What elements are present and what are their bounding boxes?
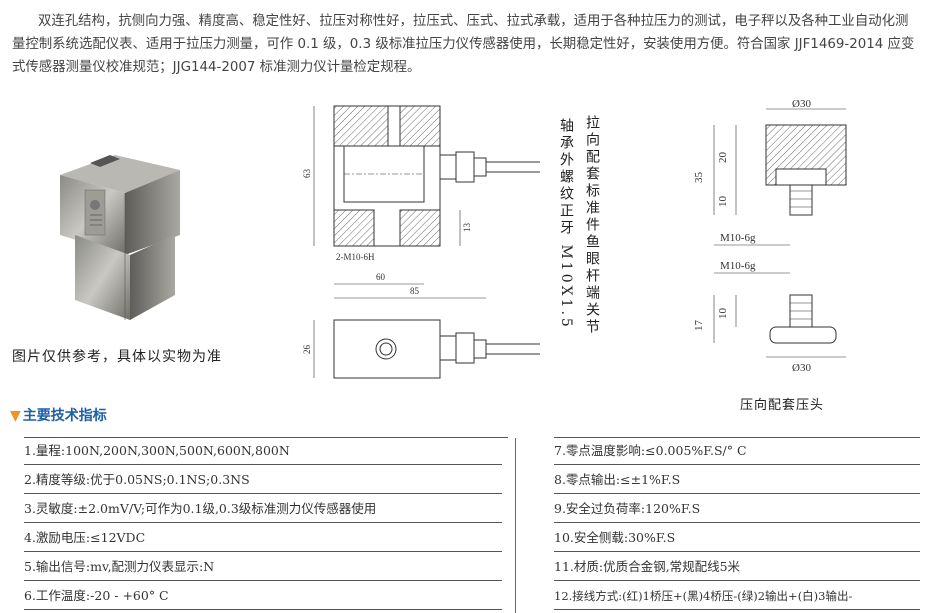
dim-10a: 10 bbox=[717, 196, 729, 208]
dim-63: 63 bbox=[302, 169, 312, 179]
dim-20: 20 bbox=[717, 152, 729, 164]
dim-phi30-top: Ø30 bbox=[792, 98, 811, 110]
spec-row-10: 10.安全侧载:30%F.S bbox=[554, 525, 920, 552]
dim-13: 13 bbox=[462, 223, 472, 233]
dim-85: 85 bbox=[410, 286, 420, 296]
label-tension-fitting: 拉向配套标准件鱼眼杆端关节 bbox=[584, 115, 600, 336]
spec-row-3: 3.灵敏度:±2.0mV/V;可作为0.1级,0.3级标准测力仪传感器使用 bbox=[24, 496, 502, 523]
spec-row-7: 7.零点温度影响:≤0.005%F.S/° C bbox=[554, 438, 920, 465]
spec-top-rule-right bbox=[554, 437, 920, 438]
label-bearing-thread: 轴承外螺纹正牙 M10X1.5 bbox=[558, 118, 574, 330]
m10-label-a: M10-6g bbox=[720, 232, 756, 244]
technical-drawing-press-head: Ø30 35 20 10 M10-6g M10-6g 17 10 Ø30 bbox=[693, 98, 847, 374]
thread-label: 2-M10-6H bbox=[336, 252, 375, 262]
label-compression-head: 压向配套压头 bbox=[740, 398, 825, 413]
spec-top-rule-left bbox=[24, 437, 508, 438]
spec-row-5: 5.输出信号:mv,配测力仪表显示:N bbox=[24, 554, 502, 581]
spec-row-9: 9.安全过负荷率:120%F.S bbox=[554, 496, 920, 523]
dim-10b: 10 bbox=[717, 308, 729, 320]
intro-paragraph: 双连孔结构，抗侧向力强、精度高、稳定性好、拉压对称性好，拉压式、压式、拉式承载，… bbox=[12, 14, 915, 75]
dim-35: 35 bbox=[693, 172, 705, 184]
dim-17: 17 bbox=[693, 320, 705, 332]
dim-26: 26 bbox=[302, 345, 312, 355]
dim-phi30-bottom: Ø30 bbox=[792, 362, 811, 374]
m10-label-b: M10-6g bbox=[720, 260, 756, 272]
photo-caption: 图片仅供参考，具体以实物为准 bbox=[12, 349, 222, 365]
dim-60: 60 bbox=[376, 272, 386, 282]
spec-row-1: 1.量程:100N,200N,300N,500N,600N,800N bbox=[24, 438, 502, 465]
spec-row-6: 6.工作温度:-20 - +60° C bbox=[24, 583, 502, 610]
spec-row-2: 2.精度等级:优于0.05NS;0.1NS;0.3NS bbox=[24, 467, 502, 494]
triangle-icon: ▼ bbox=[10, 408, 21, 424]
spec-row-11: 11.材质:优质合金钢,常规配线5米 bbox=[554, 554, 920, 581]
spec-row-8: 8.零点输出:≤±1%F.S bbox=[554, 467, 920, 494]
spec-row-4: 4.激励电压:≤12VDC bbox=[24, 525, 502, 552]
section-title: ▼主要技术指标 bbox=[10, 408, 107, 424]
product-photo bbox=[60, 155, 180, 320]
spec-column-divider bbox=[515, 438, 516, 613]
spec-row-12: 12.接线方式:(红)1桥压+(黑)4桥压-(绿)2输出+(白)3输出- bbox=[554, 583, 920, 610]
technical-drawing-main: 63 13 2-M10-6H 60 85 26 bbox=[302, 105, 540, 379]
